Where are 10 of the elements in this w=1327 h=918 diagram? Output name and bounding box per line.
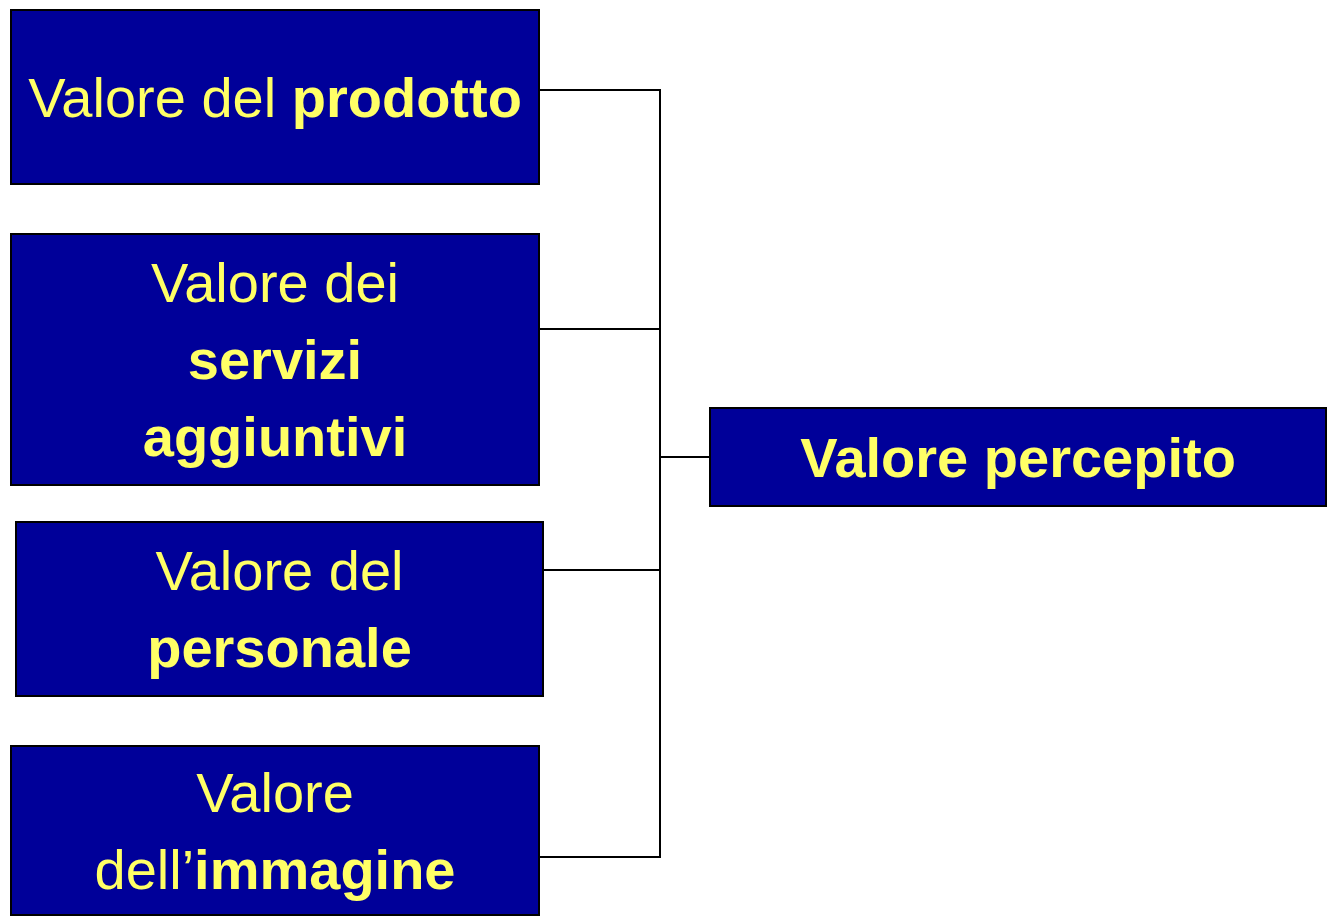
box-label: Valore del personale [146,538,413,681]
value-box [10,233,540,486]
value-box [15,521,544,697]
box-label: Valore dei servizi aggiuntivi [141,250,409,470]
box-label: Valore percepito [800,424,1236,491]
box-label: Valore dell’immagine [93,759,457,903]
value-box [709,407,1327,507]
value-box [10,9,540,185]
value-box [10,745,540,916]
box-label: Valore del prodotto [28,64,522,131]
